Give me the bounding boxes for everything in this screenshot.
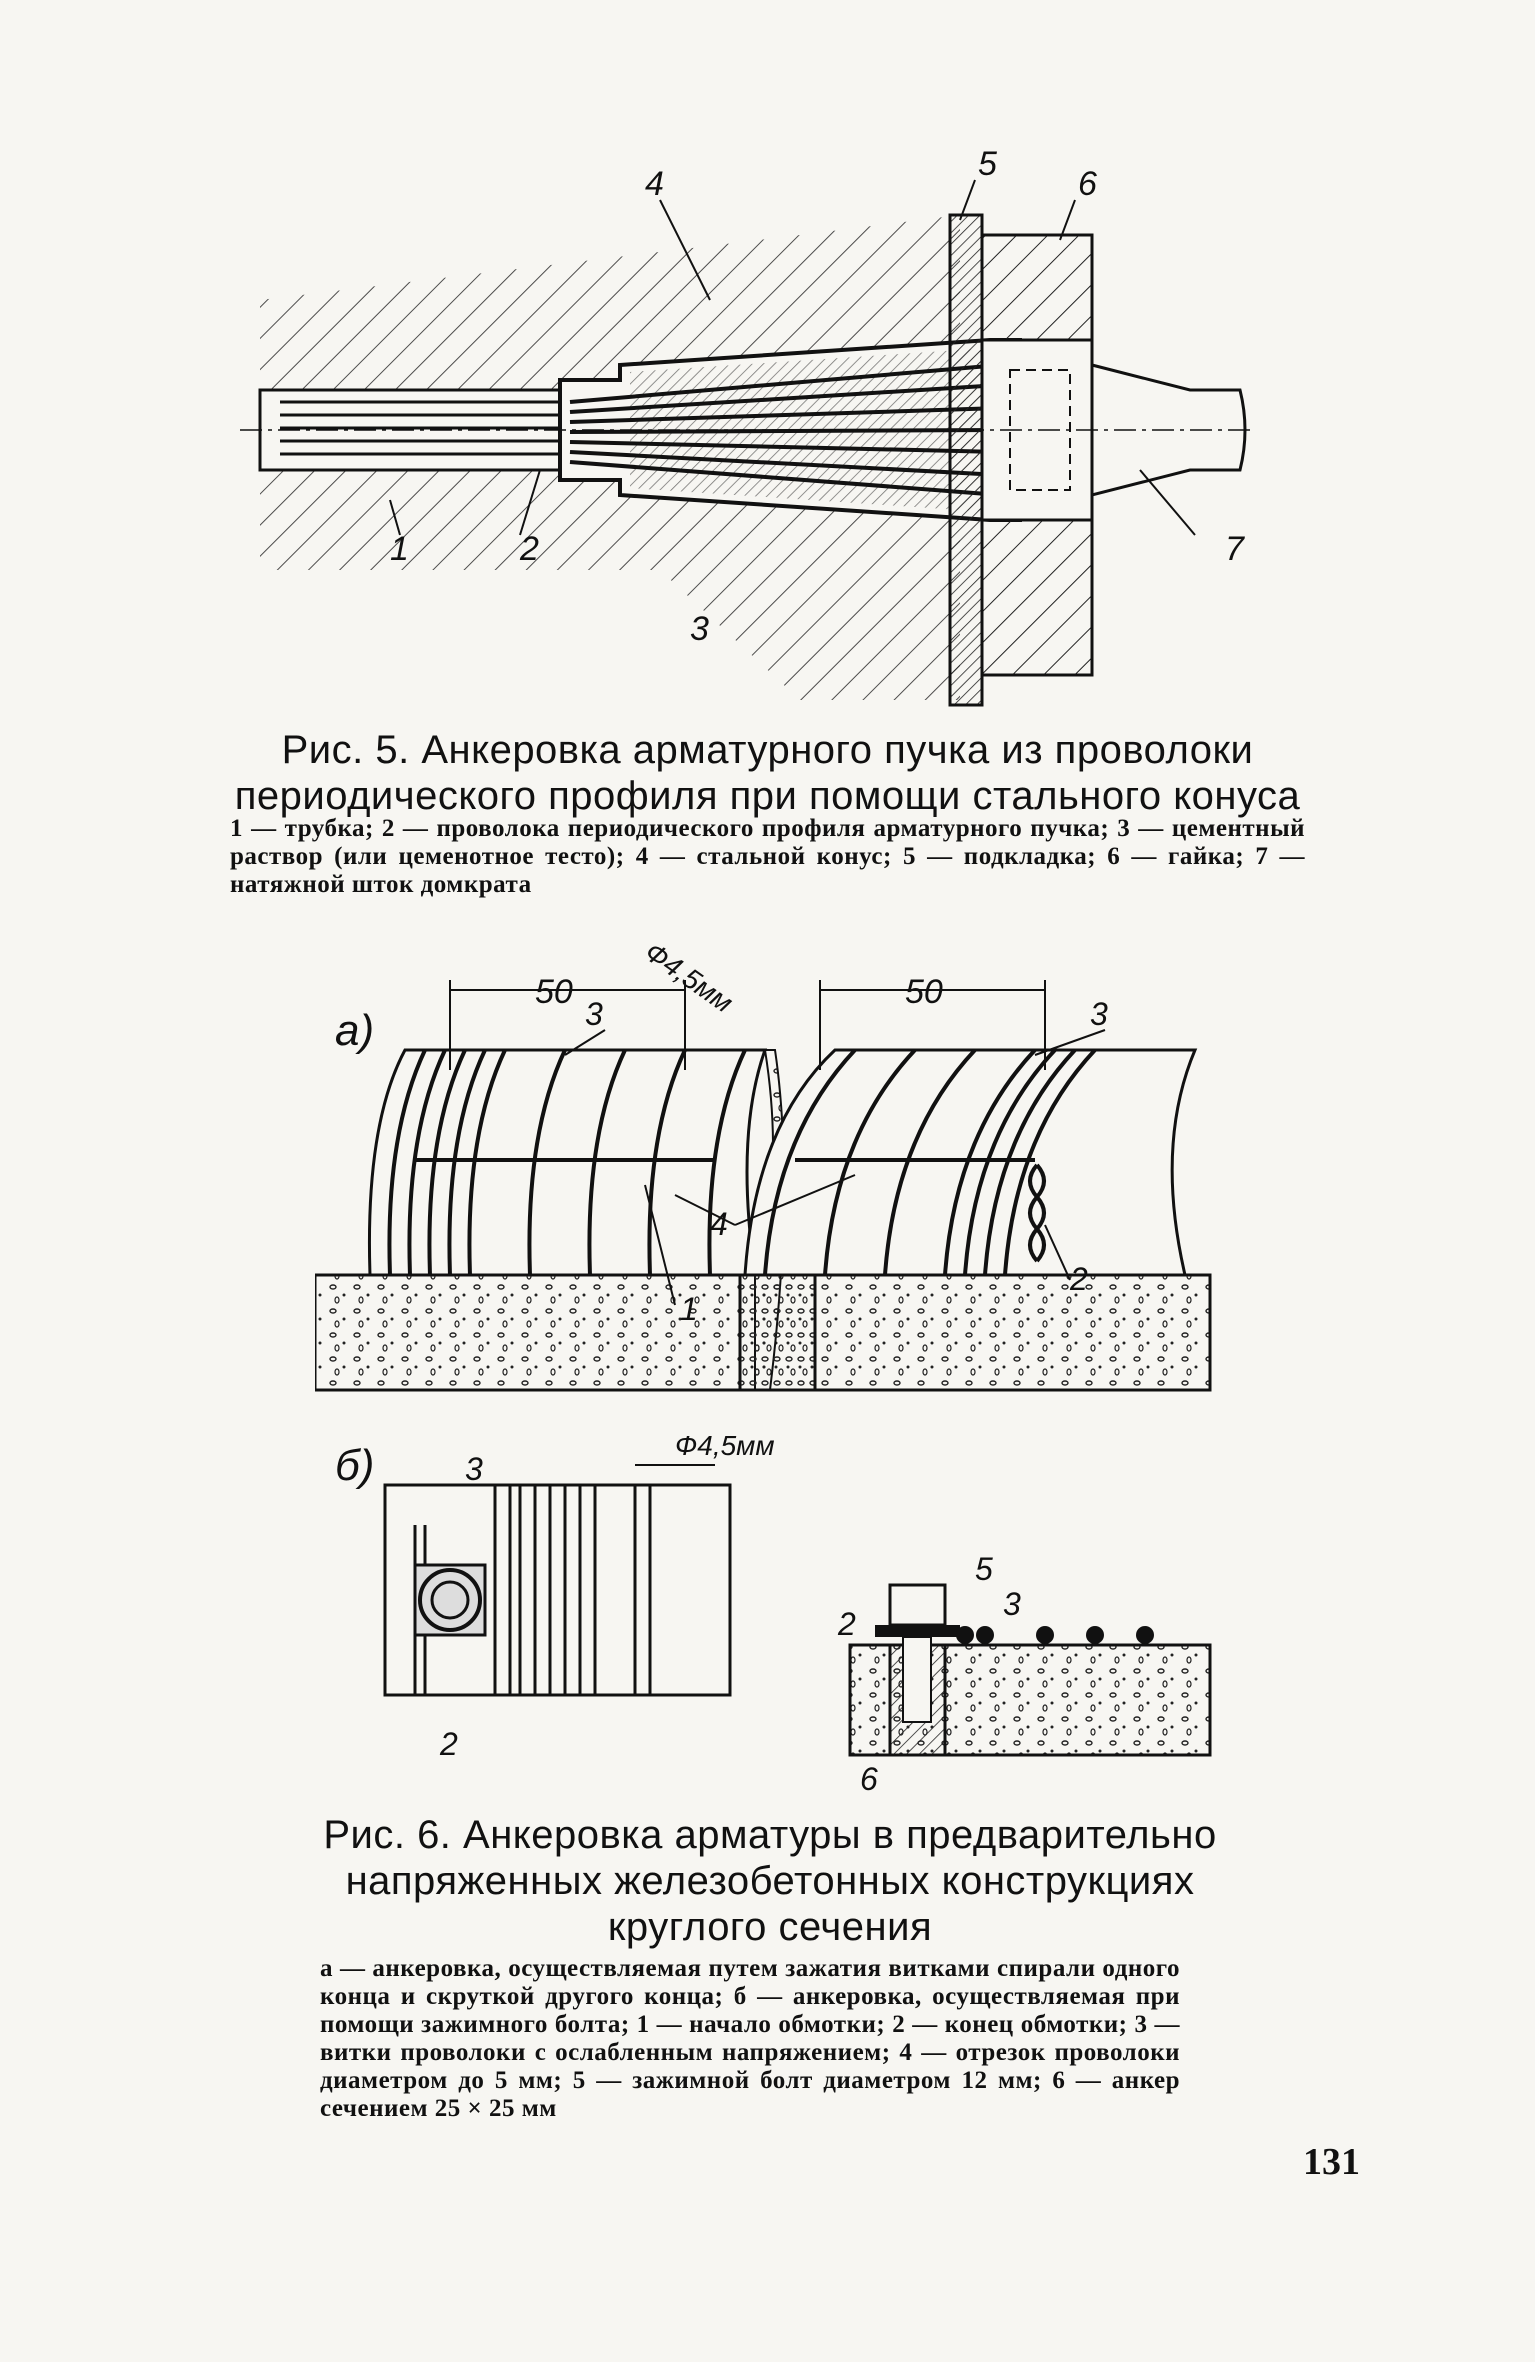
fig5-label-5: 5 [978, 145, 997, 183]
figure-5-drawing: 1 2 3 4 5 6 7 [240, 140, 1260, 710]
fig5-label-7: 7 [1225, 530, 1245, 568]
page-number: 131 [1303, 2141, 1360, 2183]
fig6-label-2-a: 2 [1069, 1261, 1088, 1297]
fig5-label-6: 6 [1078, 165, 1097, 203]
fig6-label-3-b: 3 [465, 1451, 483, 1487]
fig6-label-4: 4 [710, 1206, 728, 1242]
fig6-label-3-a-right: 3 [1090, 996, 1108, 1032]
fig6-label-6: 6 [860, 1761, 878, 1797]
fig6-label-5: 5 [975, 1551, 993, 1587]
figure-6-drawing: а) 50 Ф4,5мм 5 [315, 945, 1215, 1805]
fig6-part-a-label: а) [335, 1006, 374, 1055]
fig6-dim-50-right: 50 [905, 973, 943, 1011]
fig6-dim-diameter-a: Ф4,5мм [639, 945, 738, 1018]
fig6-dim-diameter-b: Ф4,5мм [675, 1430, 775, 1461]
fig5-label-2: 2 [519, 530, 539, 568]
fig5-label-4: 4 [645, 165, 664, 203]
fig5-label-3: 3 [690, 610, 709, 648]
fig6-label-2-b-left: 2 [439, 1726, 458, 1762]
fig6-dim-50-left: 50 [535, 973, 573, 1011]
fig5-label-1: 1 [390, 530, 409, 568]
figure-6-legend: а — анкеровка, осуществляемая путем зажа… [320, 1955, 1180, 2122]
fig6-label-2-bolt: 2 [837, 1606, 856, 1642]
fig6-label-3-bolt: 3 [1003, 1586, 1021, 1622]
fig6-label-3-a-left: 3 [585, 996, 603, 1032]
fig6-label-1-a: 1 [680, 1291, 698, 1327]
fig6-part-b-label: б) [335, 1441, 374, 1490]
figure-6-caption-title: Рис. 6. Анкеровка арматуры в предварител… [323, 1813, 1217, 1949]
figure-5-caption-title: Рис. 5. Анкеровка арматурного пучка из п… [234, 728, 1301, 818]
figure-5-legend: 1 — трубка; 2 — проволока периодического… [230, 815, 1305, 898]
